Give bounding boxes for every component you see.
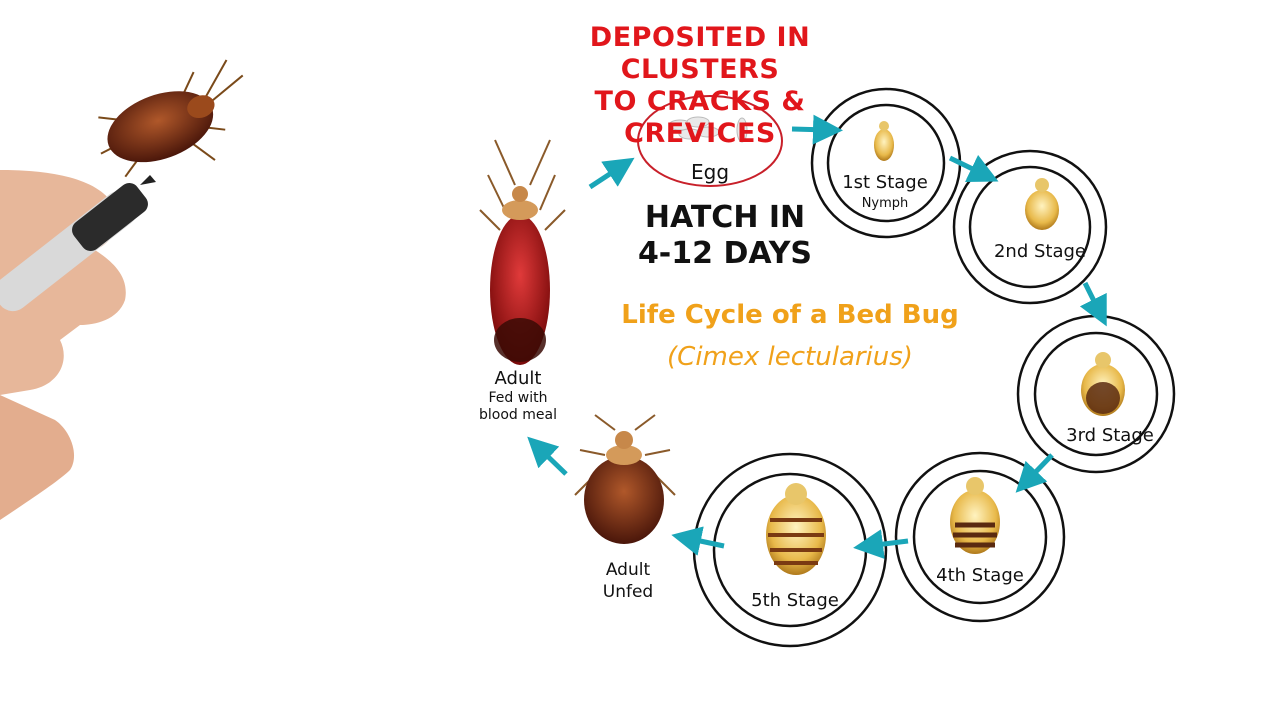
arrow-icon <box>527 436 568 476</box>
stage1-sublabel: Nymph <box>861 196 909 211</box>
adult-unfed-label: Adult <box>605 560 651 580</box>
egg-icon <box>637 95 783 187</box>
stage3-label: 3rd Stage <box>1066 425 1154 446</box>
arrow-icon <box>948 154 999 182</box>
deposit-line2: TO CRACKS & CREVICES <box>594 86 806 149</box>
nymph4-bug-icon <box>950 477 1000 554</box>
arrow-icon <box>671 526 725 556</box>
deposit-note: DEPOSITED IN CLUSTERS TO CRACKS & CREVIC… <box>520 22 880 150</box>
adult-unfed-sublabel: Unfed <box>602 582 654 602</box>
arrow-icon <box>791 114 843 145</box>
adult-fed-bug-icon <box>479 139 566 365</box>
adult-fed-sublabel2: blood meal <box>479 407 557 423</box>
hand-marker-icon <box>0 170 156 520</box>
arrow-icon <box>1015 453 1054 493</box>
egg-label: Egg <box>690 160 730 184</box>
diagram-subtitle: (Cimex lectularius) <box>667 342 913 372</box>
adult-unfed-bug-icon <box>574 414 676 544</box>
nymph2-bug-icon <box>1025 178 1059 230</box>
adult-fed-sublabel1: Fed with <box>488 390 548 406</box>
stage2-ring <box>952 149 1108 305</box>
arrow-icon <box>853 529 909 560</box>
bed-bug-icon <box>98 59 244 178</box>
stage4-label: 4th Stage <box>936 565 1024 586</box>
hatch-line1: HATCH IN <box>644 200 806 235</box>
nymph3-bug-icon <box>1081 352 1125 416</box>
stage5-label: 5th Stage <box>751 590 839 611</box>
arrow-icon <box>1079 281 1107 327</box>
adult-fed-label: Adult <box>494 368 542 389</box>
nymph1-bug-icon <box>874 121 894 161</box>
hatch-line2: 4-12 DAYS <box>637 236 813 271</box>
stage1-label: 1st Stage <box>842 172 928 193</box>
stage4-ring <box>894 451 1066 623</box>
hatch-note: HATCH IN 4-12 DAYS <box>630 200 820 272</box>
deposit-line1: DEPOSITED IN CLUSTERS <box>589 22 811 85</box>
nymph5-bug-icon <box>766 483 826 575</box>
diagram-title: Life Cycle of a Bed Bug <box>621 300 959 330</box>
stage2-label: 2nd Stage <box>993 241 1087 262</box>
arrow-icon <box>588 157 635 190</box>
